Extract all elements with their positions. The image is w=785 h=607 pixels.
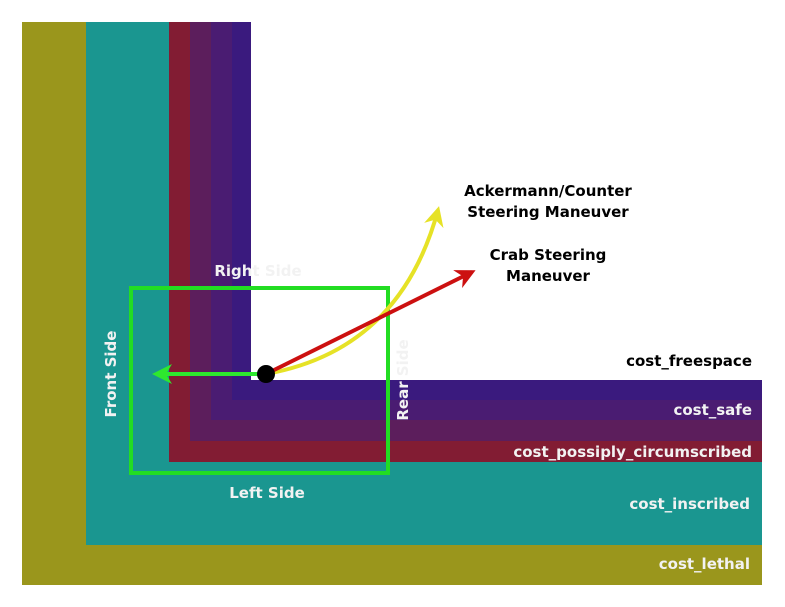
cost-circumscribed-label: cost_possiply_circumscribed [513,443,752,461]
vehicle-origin [257,365,275,383]
crab-arrow [265,270,476,376]
cost-safe-band-outer [190,22,762,441]
crab-label-line2: Maneuver [506,267,591,285]
cost-freespace-label: cost_freespace [626,352,752,370]
cost-inscribed-region [86,22,762,545]
vehicle-footprint [129,286,390,475]
cost-inscribed-label: cost_inscribed [629,495,750,513]
crab-label-line1: Crab Steering [490,246,607,264]
ackermann-label-line1: Ackermann/Counter [464,182,632,200]
ackermann-arrow [265,206,444,376]
front-side-label: Front Side [102,331,120,418]
cost-lethal-label: cost_lethal [659,555,750,573]
left-side-label: Left Side [229,484,305,502]
cost-safe-label: cost_safe [673,401,752,419]
rear-side-label: Rear Side [394,339,412,420]
ackermann-label-line2: Steering Maneuver [467,203,629,221]
right-side-label: Right Side [214,262,301,280]
